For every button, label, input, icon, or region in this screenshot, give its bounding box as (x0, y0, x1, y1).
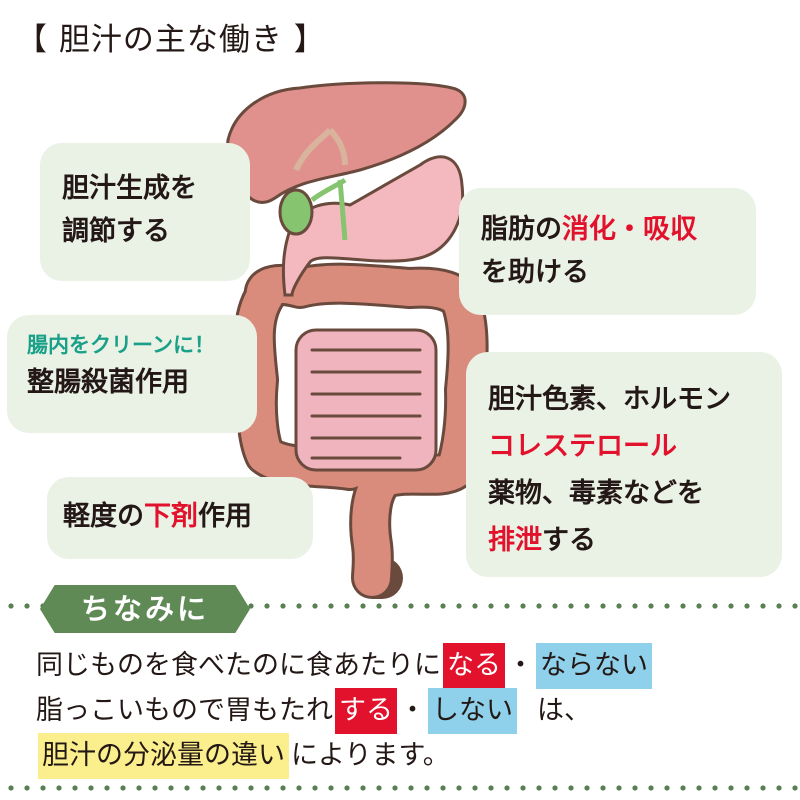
box-text: 胆汁生成を (62, 173, 197, 204)
box-text: 作用 (198, 501, 252, 532)
highlight-red: なる (443, 643, 505, 689)
separator: ・ (507, 650, 534, 681)
box-text-red: コレステロール (488, 431, 677, 462)
box-text: 調節する (62, 216, 170, 247)
footer-text: 脂っこいもので胃もたれ (36, 695, 333, 726)
separator: ・ (399, 695, 426, 726)
box-text-red: 消化・吸収 (562, 214, 697, 245)
small-intestine (294, 328, 438, 472)
box-text: 軽度の (63, 501, 144, 532)
footer-text: によります。 (291, 740, 450, 771)
box-text-red: 下剤 (144, 501, 198, 532)
footer-text: 同じものを食べたのに食あたりに (36, 650, 441, 681)
box-text: 薬物、毒素などを (488, 478, 704, 509)
footer-line-2: 脂っこいもので胃もたれする・しないは、 (36, 688, 591, 734)
highlight-red: する (335, 688, 397, 734)
dotted-divider (0, 785, 800, 791)
box-text-red: 排泄 (488, 525, 542, 556)
box-laxative: 軽度の下剤作用 (47, 477, 313, 559)
box-text: 整腸殺菌作用 (27, 367, 189, 398)
gallbladder (278, 188, 314, 236)
box-intestinal-cleaning: 腸内をクリーンに！ 整腸殺菌作用 (7, 315, 257, 433)
footer-line-3: 胆汁の分泌量の違いによります。 (36, 733, 450, 779)
dotted-divider (0, 603, 800, 609)
box-note: 腸内をクリーンに！ (27, 333, 215, 357)
highlight-yellow: 胆汁の分泌量の違い (38, 733, 289, 779)
highlight-blue: しない (428, 688, 517, 734)
footer-line-1: 同じものを食べたのに食あたりになる・ならない (36, 643, 654, 689)
box-fat-digestion: 脂肪の消化・吸収 を助ける (459, 188, 756, 315)
box-text: を助ける (481, 257, 589, 288)
stomach (281, 155, 465, 297)
footer-text: は、 (537, 695, 591, 726)
chinamini-tag: ちなみに (40, 585, 250, 633)
box-bile-regulation: 胆汁生成を 調節する (40, 143, 250, 281)
box-excretion: 胆汁色素、ホルモン コレステロール 薬物、毒素などを 排泄する (466, 352, 782, 577)
box-text: 胆汁色素、ホルモン (488, 384, 731, 415)
page-title: 【 胆汁の主な働き 】 (16, 22, 326, 58)
box-text: 脂肪の (481, 214, 562, 245)
highlight-blue: ならない (536, 643, 652, 689)
box-text: する (542, 525, 596, 556)
